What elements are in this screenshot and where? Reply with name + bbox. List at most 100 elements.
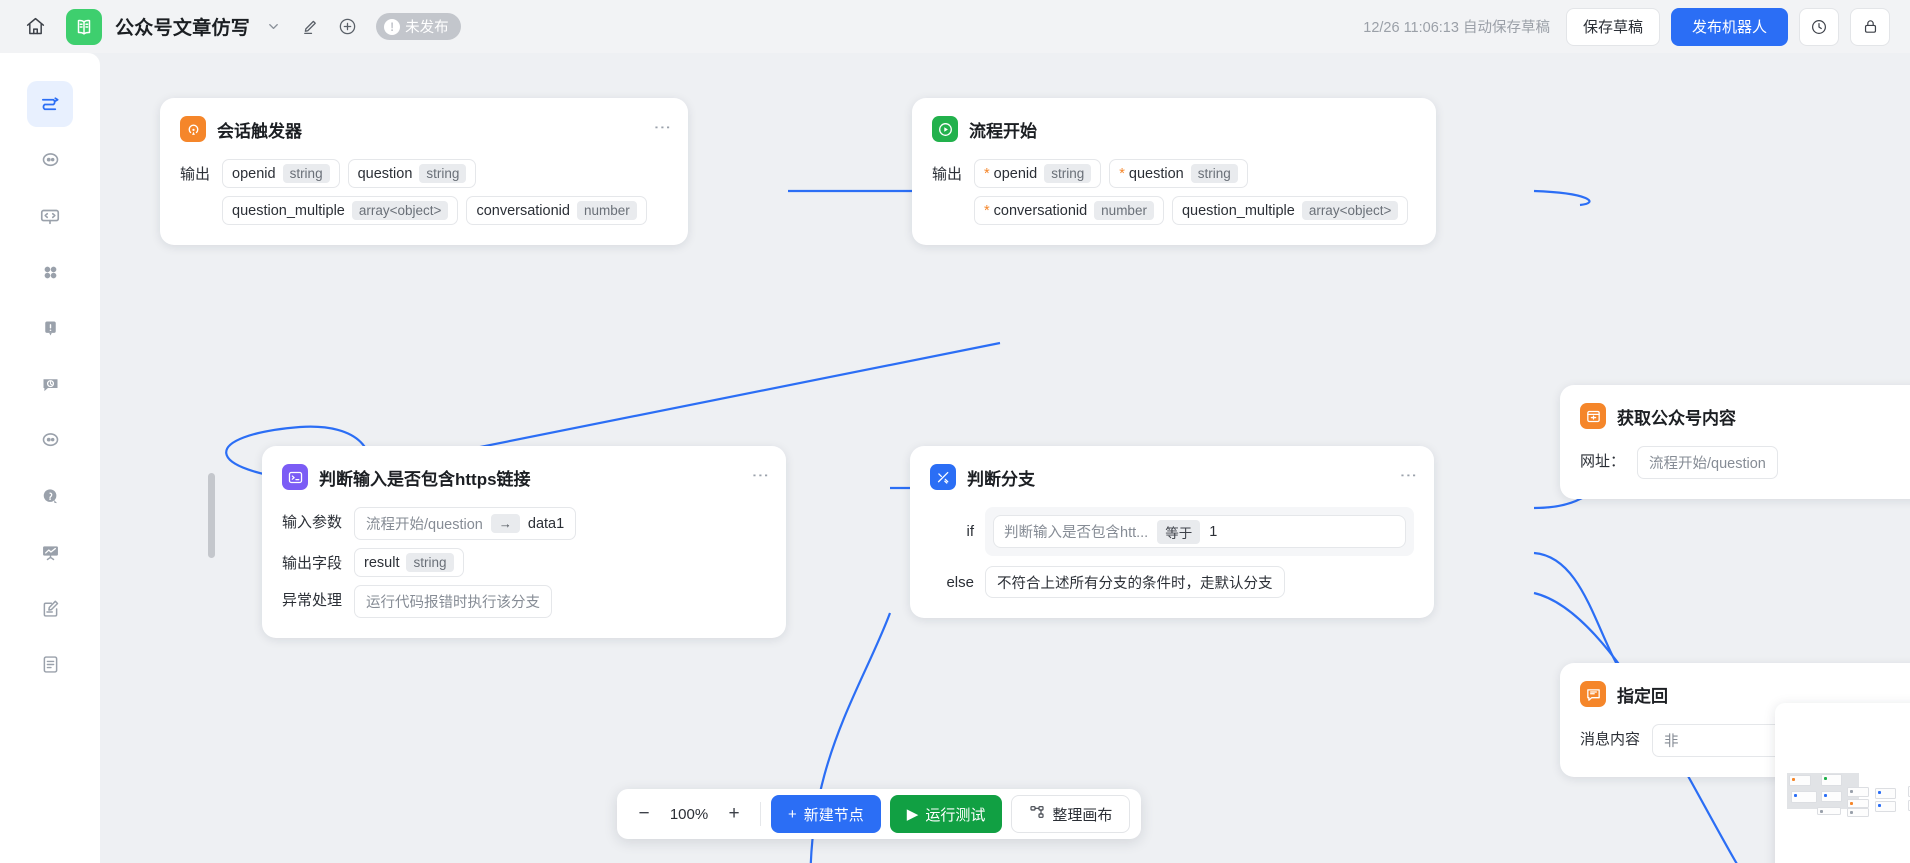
minimap-node <box>1908 786 1910 797</box>
node-title: 判断输入是否包含https链接 <box>319 469 531 489</box>
flow-canvas[interactable]: 会话触发器 ⋮ 输出 openid string question string… <box>100 53 1910 863</box>
chevron-down-icon[interactable] <box>260 14 286 40</box>
minimap-node <box>1875 788 1896 799</box>
canvas-scrollbar[interactable] <box>208 473 215 558</box>
node-session-trigger[interactable]: 会话触发器 ⋮ 输出 openid string question string… <box>160 98 688 245</box>
node-title: 会话触发器 <box>217 121 302 141</box>
input-params-row: 输入参数 流程开始/question → data1 <box>282 507 766 540</box>
field-chip[interactable]: question_multiple array<object> <box>222 196 459 225</box>
sidebar-item-plugins[interactable] <box>27 249 73 295</box>
minimap-node <box>1821 791 1842 802</box>
exception-label: 异常处理 <box>282 592 343 609</box>
home-icon[interactable] <box>22 14 48 40</box>
sidebar-item-dialog[interactable] <box>27 417 73 463</box>
zoom-in-button[interactable]: + <box>728 803 740 824</box>
zoom-out-button[interactable]: − <box>638 803 650 824</box>
sidebar-item-knowledge[interactable] <box>27 361 73 407</box>
output-row: 输出 * openid string * question string * c <box>932 159 1416 225</box>
play-icon: ▶ <box>906 806 919 823</box>
else-label: else <box>946 573 974 591</box>
url-label: 网址： <box>1580 453 1626 470</box>
if-operator: 等于 <box>1157 519 1201 544</box>
organize-canvas-button[interactable]: 整理画布 <box>1011 795 1131 833</box>
publish-bot-button[interactable]: 发布机器人 <box>1670 7 1788 46</box>
node-flow-start[interactable]: 流程开始 输出 * openid string * question strin… <box>912 98 1436 245</box>
more-vertical-icon[interactable]: ⋮ <box>1399 467 1418 484</box>
node-title: 流程开始 <box>969 121 1037 141</box>
output-fields: * openid string * question string * conv… <box>974 159 1416 225</box>
node-body: 输出 * openid string * question string * c <box>932 159 1416 225</box>
required-marker: * <box>984 202 990 219</box>
status-badge-label: 未发布 <box>405 20 449 36</box>
terminal-icon <box>282 464 308 490</box>
else-row: else 不符合上述所有分支的条件时，走默认分支 <box>930 566 1414 598</box>
sidebar-item-flow[interactable] <box>27 81 73 127</box>
status-badge: ! 未发布 <box>376 13 461 40</box>
if-condition-box[interactable]: 判断输入是否包含htt... 等于 1 <box>993 515 1406 548</box>
node-body: 网址： 流程开始/question <box>1580 446 1910 479</box>
new-node-label: 新建节点 <box>803 806 864 824</box>
page-title: 公众号文章仿写 <box>115 18 251 39</box>
else-box[interactable]: 不符合上述所有分支的条件时，走默认分支 <box>985 566 1285 598</box>
minimap-node <box>1847 787 1869 797</box>
new-node-button[interactable]: + 新建节点 <box>771 795 881 833</box>
output-label: 输出 <box>932 166 963 183</box>
autosave-status: 12/26 11:06:13 自动保存草稿 <box>1363 20 1550 36</box>
field-chip[interactable]: question string <box>347 159 477 188</box>
sidebar-item-alerts[interactable] <box>27 305 73 351</box>
more-vertical-icon[interactable]: ⋮ <box>653 119 672 136</box>
message-label: 消息内容 <box>1580 731 1641 748</box>
sidebar-item-edit[interactable] <box>27 585 73 631</box>
required-marker: * <box>1119 165 1125 182</box>
field-chip[interactable]: * conversationid number <box>974 196 1164 225</box>
field-type: string <box>406 553 454 572</box>
field-chip[interactable]: conversationid number <box>466 196 647 225</box>
sidebar-item-logs[interactable] <box>27 641 73 687</box>
minimap-node <box>1789 775 1811 786</box>
exception-text: 运行代码报错时执行该分支 <box>366 595 541 611</box>
exception-chip[interactable]: 运行代码报错时执行该分支 <box>354 585 553 618</box>
input-param-chip[interactable]: 流程开始/question → data1 <box>354 507 577 540</box>
node-body: 输入参数 流程开始/question → data1 输出字段 result s… <box>282 507 766 618</box>
field-chip[interactable]: * question string <box>1109 159 1248 188</box>
url-chip[interactable]: 流程开始/question <box>1637 446 1778 479</box>
book-icon[interactable] <box>66 8 102 45</box>
pencil-icon[interactable] <box>297 14 323 40</box>
lock-icon[interactable] <box>1850 7 1890 46</box>
output-field-chip[interactable]: result string <box>354 548 464 577</box>
field-type: string <box>1044 164 1092 183</box>
organize-label: 整理画布 <box>1052 806 1113 824</box>
play-icon <box>932 116 958 142</box>
message-value: 非 <box>1664 734 1679 750</box>
minimap-node <box>1817 807 1841 815</box>
output-field-label: 输出字段 <box>282 555 343 572</box>
sidebar-item-analytics[interactable] <box>27 529 73 575</box>
minimap-node <box>1791 791 1817 803</box>
field-chip[interactable]: openid string <box>222 159 340 188</box>
more-vertical-icon[interactable]: ⋮ <box>751 467 770 484</box>
field-name: conversationid <box>993 202 1088 219</box>
clock-icon[interactable] <box>1799 7 1839 46</box>
plus-circle-icon[interactable] <box>334 14 360 40</box>
field-chip[interactable]: * openid string <box>974 159 1102 188</box>
node-body: 输出 openid string question string questio… <box>180 159 668 225</box>
node-branch[interactable]: 判断分支 ⋮ if 判断输入是否包含htt... 等于 1 else 不符合上述… <box>910 446 1434 618</box>
sidebar-item-faq[interactable] <box>27 473 73 519</box>
field-chip[interactable]: question_multiple array<object> <box>1171 196 1409 225</box>
sidebar-item-chat[interactable] <box>27 137 73 183</box>
if-variable: 判断输入是否包含htt... <box>1004 525 1149 541</box>
layout-icon <box>1029 804 1045 824</box>
node-fetch-article[interactable]: 获取公众号内容 网址： 流程开始/question <box>1560 385 1910 499</box>
save-draft-button[interactable]: 保存草稿 <box>1565 7 1660 46</box>
run-test-button[interactable]: ▶ 运行测试 <box>889 795 1003 833</box>
output-fields: openid string question string question_m… <box>222 159 668 225</box>
else-text: 不符合上述所有分支的条件时，走默认分支 <box>997 575 1273 592</box>
node-code-check-https[interactable]: 判断输入是否包含https链接 ⋮ 输入参数 流程开始/question → d… <box>262 446 786 638</box>
sidebar-item-code[interactable] <box>27 193 73 239</box>
field-type: string <box>282 164 330 183</box>
branch-icon <box>930 464 956 490</box>
if-value: 1 <box>1209 523 1218 540</box>
canvas-minimap[interactable] <box>1775 703 1910 863</box>
trigger-icon <box>180 116 206 142</box>
plus-icon: + <box>788 805 797 823</box>
